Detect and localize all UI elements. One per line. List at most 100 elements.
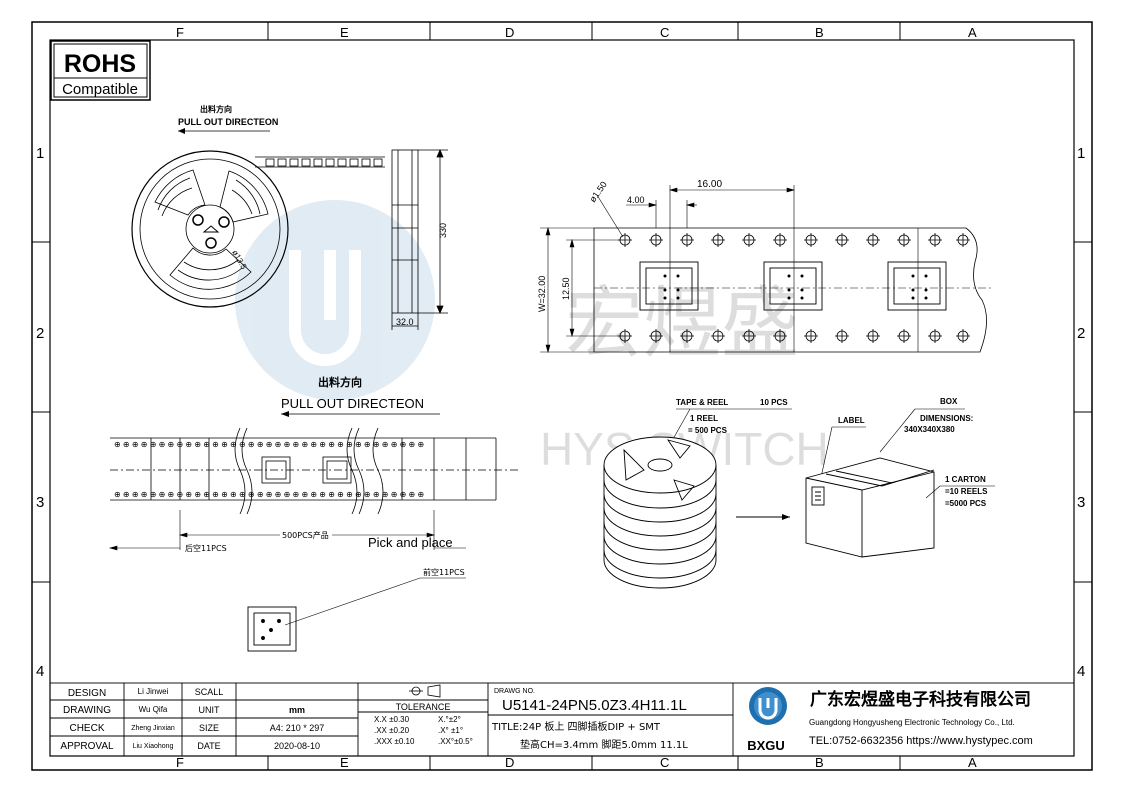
col-top-b: B (815, 25, 824, 40)
value-size: A4: 210 * 297 (270, 723, 325, 733)
row-right-2: 2 (1077, 325, 1085, 342)
tape-pocket-dividers (669, 228, 919, 352)
packing-reel-line2: = 500 PCS (688, 426, 728, 435)
role-approval: APPROVAL (60, 741, 114, 752)
row-left-1: 1 (36, 145, 44, 162)
logo-text: BXGU (747, 738, 785, 753)
tape-pockets (639, 261, 947, 311)
strip-count-label: 500PCS产品 (282, 530, 329, 540)
reel-side-view (391, 148, 448, 330)
field-date: DATE (197, 741, 220, 751)
tol-right-3: .XX°±0.5° (438, 737, 473, 746)
strip-direction-en: PULL OUT DIRECTEON (281, 396, 424, 411)
row-right-3: 3 (1077, 494, 1085, 511)
tape-center-dim: 12.50 (561, 277, 571, 300)
role-drawing: DRAWING (63, 705, 111, 716)
strip-sprocket-row: ⊕ ⊕ ⊕ ⊕ ⊕ ⊕ ⊕ ⊕ ⊕ ⊕ ⊕ ⊕ ⊕ ⊕ ⊕ ⊕ ⊕ ⊕ ⊕ ⊕ … (114, 440, 424, 499)
reel-outer-rim (131, 150, 289, 308)
tape-top-view: 16.00 ø1.50 4.00 W=32.00 12.50 (537, 179, 992, 354)
reel-inner-rim (139, 158, 281, 300)
projection-symbol (409, 684, 441, 698)
packing-carton-line1: 1 CARTON (945, 475, 986, 484)
reel-height-dim: 330 (438, 223, 448, 238)
packing-reel-count: 10 PCS (760, 398, 788, 407)
packing-arrow-head (782, 514, 790, 520)
tol-left-2: .XX ±0.20 (374, 726, 410, 735)
row-right-4: 4 (1077, 663, 1085, 680)
reel-width-dim: 32.0 (396, 317, 414, 327)
title-block: DESIGN DRAWING CHECK APPROVAL Li Jinwei … (49, 682, 1075, 757)
name-check: Zheng Jinxian (131, 725, 175, 732)
carton-box (805, 457, 935, 558)
packing-reel-line1: 1 REEL (690, 414, 718, 423)
field-size: SIZE (199, 723, 219, 733)
drawing-title-line2: 垫高CH=3.4mm 脚距5.0mm 11.1L (520, 738, 688, 751)
inner-border (49, 39, 1075, 757)
col-top-c: C (660, 25, 669, 40)
row-left-4: 4 (36, 663, 44, 680)
drawing-number: U5141-24PN5.0Z3.4H11.1L (502, 697, 687, 714)
tape-dimensions (540, 185, 796, 354)
value-unit: mm (289, 705, 305, 715)
svg-text:⊕ ⊕ ⊕ ⊕ ⊕ ⊕ ⊕ ⊕ ⊕ ⊕ ⊕ ⊕ ⊕ ⊕ ⊕: ⊕ ⊕ ⊕ ⊕ ⊕ ⊕ ⊕ ⊕ ⊕ ⊕ ⊕ ⊕ ⊕ ⊕ ⊕ ⊕ ⊕ ⊕ ⊕ ⊕ … (114, 440, 424, 449)
packing-tape-reel: TAPE & REEL (676, 398, 728, 407)
empty-pocket-detail (247, 606, 297, 652)
tolerance-header: TOLERANCE (396, 702, 451, 712)
packing-carton-line2: =10 REELS (945, 487, 988, 496)
zone-labels: F E D C B A F E D C B A 1 2 3 4 1 2 3 4 (36, 25, 1085, 770)
company-name-en: Guangdong Hongyusheng Electronic Technol… (809, 718, 1015, 727)
watermark: 宏煜盛 HYS SWITCH (235, 200, 829, 475)
strip-pick-label: Pick and place (368, 535, 453, 550)
packing-box: BOX (940, 397, 958, 406)
tape-pitch-dim: 16.00 (697, 179, 722, 190)
row-left-3: 3 (36, 494, 44, 511)
row-right-1: 1 (1077, 145, 1085, 162)
name-drawing: Wu Qifa (139, 705, 168, 714)
name-design: Li Jinwei (138, 687, 169, 696)
drawing-no-label: DRAWG NO. (494, 688, 535, 695)
tol-right-1: X.°±2° (438, 715, 461, 724)
strip-trailer-empty: 前空11PCS (423, 567, 465, 577)
packing-illustration: TAPE & REEL 10 PCS 1 REEL = 500 PCS BOX … (603, 397, 995, 589)
col-top-e: E (340, 25, 349, 40)
tol-right-2: .X° ±1° (438, 726, 463, 735)
col-bottom-c: C (660, 755, 669, 770)
reel-direction-cn: 出料方向 (200, 104, 232, 114)
name-approval: Liu Xiaohong (133, 743, 174, 750)
col-bottom-d: D (505, 755, 514, 770)
reel-tape-tail (255, 156, 385, 168)
rohs-subtitle: Compatible (62, 81, 138, 98)
packing-carton-line3: =5000 PCS (945, 499, 987, 508)
col-bottom-a: A (968, 755, 977, 770)
company-name-cn: 广东宏煜盛电子科技有限公司 (810, 689, 1031, 710)
rohs-stamp: ROHS Compatible (50, 40, 151, 101)
company-contact: TEL:0752-6632356 https://www.hystypec.co… (809, 735, 1033, 747)
reel-stack (603, 436, 717, 589)
value-date: 2020-08-10 (274, 741, 320, 751)
col-top-d: D (505, 25, 514, 40)
drawing-title-line1: TITLE:24P 板上 四脚插板DIP + SMT (491, 720, 661, 733)
tape-width-dim: W=32.00 (537, 276, 547, 312)
watermark-cn: 宏煜盛 (565, 279, 799, 369)
role-check: CHECK (69, 723, 104, 734)
strip-direction-arrow (281, 411, 289, 417)
strip-direction-cn: 出料方向 (318, 375, 362, 389)
tape-strip-view: 出料方向 PULL OUT DIRECTEON ⊕ ⊕ ⊕ ⊕ ⊕ ⊕ ⊕ ⊕ … (108, 375, 520, 652)
role-design: DESIGN (68, 688, 106, 699)
tape-hole-pitch-dim: 4.00 (627, 195, 645, 205)
row-left-2: 2 (36, 325, 44, 342)
packing-label: LABEL (838, 416, 865, 425)
rohs-title: ROHS (64, 50, 136, 78)
strip-leader-empty: 后空11PCS (185, 543, 227, 553)
reel-hub (185, 204, 235, 254)
packing-dims-line1: DIMENSIONS: (920, 414, 973, 423)
packing-dims-line2: 340X340X380 (904, 425, 955, 434)
col-top-a: A (968, 25, 977, 40)
zone-ticks (32, 22, 1092, 770)
col-top-f: F (176, 25, 184, 40)
field-unit: UNIT (199, 705, 220, 715)
field-scall: SCALL (195, 687, 224, 697)
outer-border (31, 21, 1093, 771)
